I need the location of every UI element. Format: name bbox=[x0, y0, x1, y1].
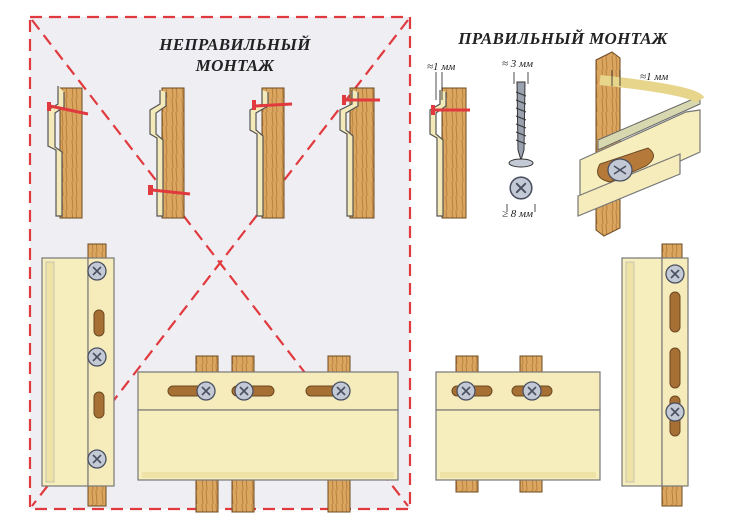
nail-too-tight bbox=[49, 104, 89, 116]
wrong-title-line1: НЕПРАВИЛЬНЫЙ bbox=[159, 35, 311, 54]
right-horizontal-panel bbox=[435, 355, 601, 493]
screw-shank-dimension-label: ≈ 3 мм bbox=[502, 58, 534, 70]
wrong-profile-3 bbox=[249, 87, 293, 219]
isometric-slot-detail bbox=[577, 51, 705, 237]
gap-dimension-label: ≈1 мм bbox=[427, 61, 456, 73]
wrong-title-line2: МОНТАЖ bbox=[195, 56, 275, 75]
nail-wrong-place bbox=[151, 188, 191, 196]
nail-angled bbox=[254, 102, 293, 108]
right-vertical-panel bbox=[621, 243, 689, 507]
wrong-horizontal-panel bbox=[137, 355, 399, 513]
wrong-profile-4 bbox=[339, 87, 380, 219]
slot-gap-dimension-label: ≈1 мм bbox=[640, 71, 669, 83]
dashed-frame bbox=[28, 15, 412, 511]
wrong-profile-1 bbox=[47, 86, 89, 219]
right-profile-detail bbox=[429, 72, 470, 219]
screw-detail bbox=[506, 72, 536, 212]
right-installation-title: ПРАВИЛЬНЫЙ МОНТАЖ bbox=[458, 29, 668, 48]
wrong-installation-title: НЕПРАВИЛЬНЫЙ МОНТАЖ bbox=[150, 34, 320, 76]
wrong-profile-2 bbox=[148, 87, 191, 219]
wrong-vertical-panel bbox=[41, 243, 115, 507]
screw-head-dimension-label: ≥ 8 мм bbox=[502, 208, 534, 220]
